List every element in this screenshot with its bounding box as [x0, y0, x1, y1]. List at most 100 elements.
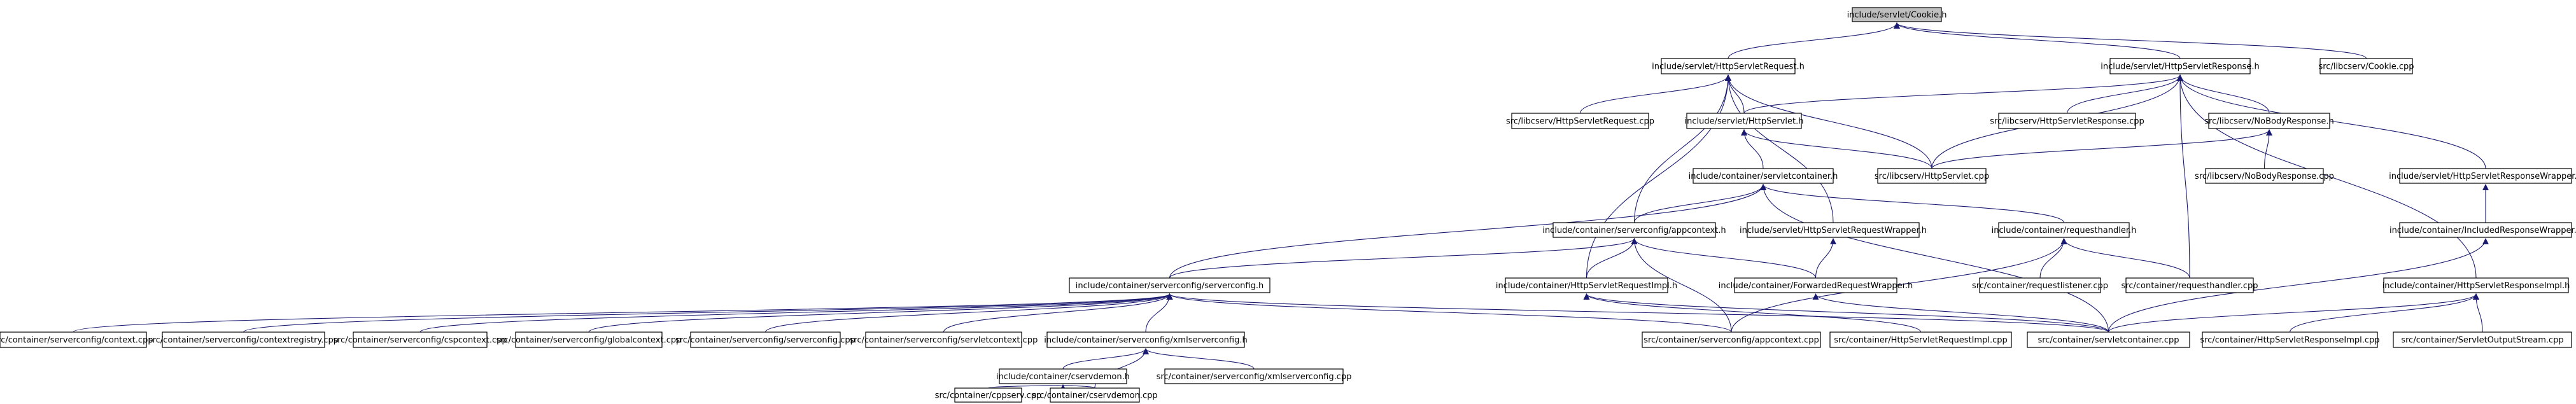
file-node[interactable]: include/servlet/HttpServletRequestWrappe… — [1740, 222, 1927, 238]
dependency-edge — [1760, 184, 2109, 333]
file-node[interactable]: include/servlet/HttpServletRequest.h — [1652, 58, 1805, 74]
dependency-edge — [1633, 74, 1731, 223]
file-node-box — [2125, 277, 2254, 293]
file-node[interactable]: src/container/requestlistener.cpp — [1972, 277, 2108, 293]
file-node-box — [2205, 168, 2324, 184]
dependency-edge — [2066, 74, 2183, 114]
file-node[interactable]: src/container/requesthandler.cpp — [2122, 277, 2258, 293]
file-node-label: include/servlet/Cookie.h — [1847, 11, 1947, 20]
file-node-label: src/container/cppserv.cpp — [935, 391, 1042, 401]
file-node-label: src/container/servletcontainer.cpp — [2038, 336, 2179, 345]
file-node-label: src/container/serverconfig/contextregist… — [148, 336, 339, 345]
file-node-label: src/libcserv/Cookie.cpp — [2318, 62, 2414, 72]
file-node-label: src/container/serverconfig/globalcontext… — [496, 336, 682, 345]
file-node-label: src/container/serverconfig/appcontext.cp… — [1643, 336, 1819, 345]
file-node[interactable]: src/container/serverconfig/globalcontext… — [496, 331, 682, 348]
file-node-box — [162, 331, 325, 348]
dependency-edge — [2108, 238, 2489, 333]
dependency-edge — [987, 384, 1066, 391]
file-node[interactable]: src/container/serverconfig/cspcontext.cp… — [333, 331, 507, 348]
file-node[interactable]: src/libcserv/HttpServletRequest.cpp — [1506, 113, 1654, 129]
dependency-edge — [1169, 184, 1766, 279]
file-node[interactable]: src/container/serverconfig/serverconfig.… — [675, 331, 855, 348]
file-node[interactable]: src/libcserv/HttpServlet.cpp — [1875, 168, 1989, 184]
file-node[interactable]: include/container/HttpServletResponseImp… — [2382, 277, 2570, 293]
dependency-edge — [1167, 293, 2109, 333]
file-node-box — [1877, 168, 1987, 184]
file-node[interactable]: src/container/serverconfig/contextregist… — [148, 331, 339, 348]
file-node-label: include/container/cservdemon.h — [996, 372, 1130, 382]
dependency-edge — [1583, 293, 2109, 333]
file-node-box — [2383, 277, 2569, 293]
file-node-label: src/container/serverconfig/xmlserverconf… — [1157, 372, 1352, 382]
file-node-label: src/container/serverconfig/context.cpp — [0, 336, 153, 345]
file-node[interactable]: src/container/HttpServletRequestImpl.cpp — [1829, 331, 2012, 348]
file-node[interactable]: include/container/ForwardedRequestWrappe… — [1719, 277, 1913, 293]
file-node[interactable]: include/container/cservdemon.h — [996, 368, 1130, 384]
dependency-edge — [2039, 238, 2067, 279]
file-node[interactable]: src/container/servletcontainer.cpp — [2027, 331, 2190, 348]
file-node-box — [1642, 331, 1821, 348]
file-node-box — [1046, 331, 1245, 348]
dependency-edge — [1583, 293, 1922, 333]
dependency-edge — [1633, 184, 1766, 223]
dependency-edge — [1166, 293, 1732, 333]
file-node[interactable]: src/libcserv/HttpServletResponse.cpp — [1990, 113, 2144, 129]
file-node[interactable]: include/servlet/HttpServlet.h — [1685, 113, 1804, 129]
file-node[interactable]: include/container/requesthandler.h — [1992, 222, 2137, 238]
file-node-label: src/container/requestlistener.cpp — [1972, 281, 2108, 291]
file-node-label: include/servlet/HttpServletRequestWrappe… — [1740, 226, 1927, 235]
file-node-box — [1661, 58, 1796, 74]
file-node[interactable]: src/libcserv/NoBodyResponse.h — [2204, 113, 2334, 129]
file-node[interactable]: include/container/serverconfig/appcontex… — [1542, 222, 1726, 238]
file-node-box — [999, 368, 1127, 384]
file-node[interactable]: src/container/ServletOutputStream.cpp — [2393, 331, 2572, 348]
file-node-label: include/servlet/HttpServletResponseWrapp… — [2389, 172, 2576, 181]
file-node[interactable]: include/container/serverconfig/servercon… — [1069, 277, 1270, 293]
file-node[interactable]: src/container/HttpServletResponseImpl.cp… — [2200, 331, 2380, 348]
file-node[interactable]: include/servlet/Cookie.h — [1847, 7, 1947, 22]
dependency-edge — [1725, 74, 1834, 223]
file-node[interactable]: src/container/serverconfig/context.cpp — [0, 331, 153, 348]
file-node[interactable]: src/container/serverconfig/servletcontex… — [850, 331, 1038, 348]
dependency-edge — [1143, 348, 1255, 370]
file-node-label: src/container/requesthandler.cpp — [2122, 281, 2258, 291]
file-node-box — [1511, 113, 1649, 129]
file-node-label: include/container/ForwardedRequestWrappe… — [1719, 281, 1913, 291]
file-node-box — [2399, 168, 2572, 184]
dependency-edge — [1894, 22, 2181, 59]
file-node-box — [690, 331, 841, 348]
dependency-edge — [1631, 238, 1732, 333]
file-node[interactable]: include/container/IncludedResponseWrappe… — [2389, 222, 2576, 238]
dependency-edge — [1586, 238, 1638, 279]
file-node-label: src/container/serverconfig/cspcontext.cp… — [333, 336, 507, 345]
file-node[interactable]: src/container/cppserv.cpp — [935, 387, 1042, 403]
file-node[interactable]: src/libcserv/NoBodyResponse.cpp — [2195, 168, 2334, 184]
file-node-box — [1998, 113, 2136, 129]
file-node-box — [1693, 168, 1834, 184]
file-node[interactable]: include/servlet/HttpServletResponseWrapp… — [2389, 168, 2576, 184]
file-node-box — [2027, 331, 2190, 348]
file-node-label: src/libcserv/HttpServletResponse.cpp — [1990, 117, 2144, 127]
dependency-edge — [1894, 22, 2367, 59]
dependency-edge — [2177, 74, 2190, 279]
file-node[interactable]: src/container/cservdemon.cpp — [1032, 387, 1158, 403]
file-node[interactable]: src/container/serverconfig/xmlserverconf… — [1157, 368, 1352, 384]
file-node-label: include/container/servletcontainer.h — [1689, 172, 1838, 181]
dependency-edge — [943, 293, 1173, 333]
file-node-label: include/container/HttpServletResponseImp… — [2382, 281, 2570, 291]
dependency-edge — [2177, 74, 2477, 279]
dependency-edge — [2473, 293, 2483, 333]
file-node[interactable]: src/libcserv/Cookie.cpp — [2318, 58, 2414, 74]
file-node[interactable]: include/container/serverconfig/xmlserver… — [1044, 331, 1248, 348]
file-node[interactable]: include/container/HttpServletRequestImpl… — [1496, 277, 1677, 293]
file-node[interactable]: src/container/serverconfig/appcontext.cp… — [1642, 331, 1821, 348]
file-node[interactable]: include/servlet/HttpServletResponse.h — [2101, 58, 2260, 74]
file-node-box — [1505, 277, 1668, 293]
file-node[interactable]: include/container/servletcontainer.h — [1689, 168, 1838, 184]
dependency-edge — [1815, 238, 1836, 279]
dependency-edge — [1741, 129, 1932, 169]
file-node-label: include/container/requesthandler.h — [1992, 226, 2137, 235]
file-node-box — [1734, 277, 1897, 293]
